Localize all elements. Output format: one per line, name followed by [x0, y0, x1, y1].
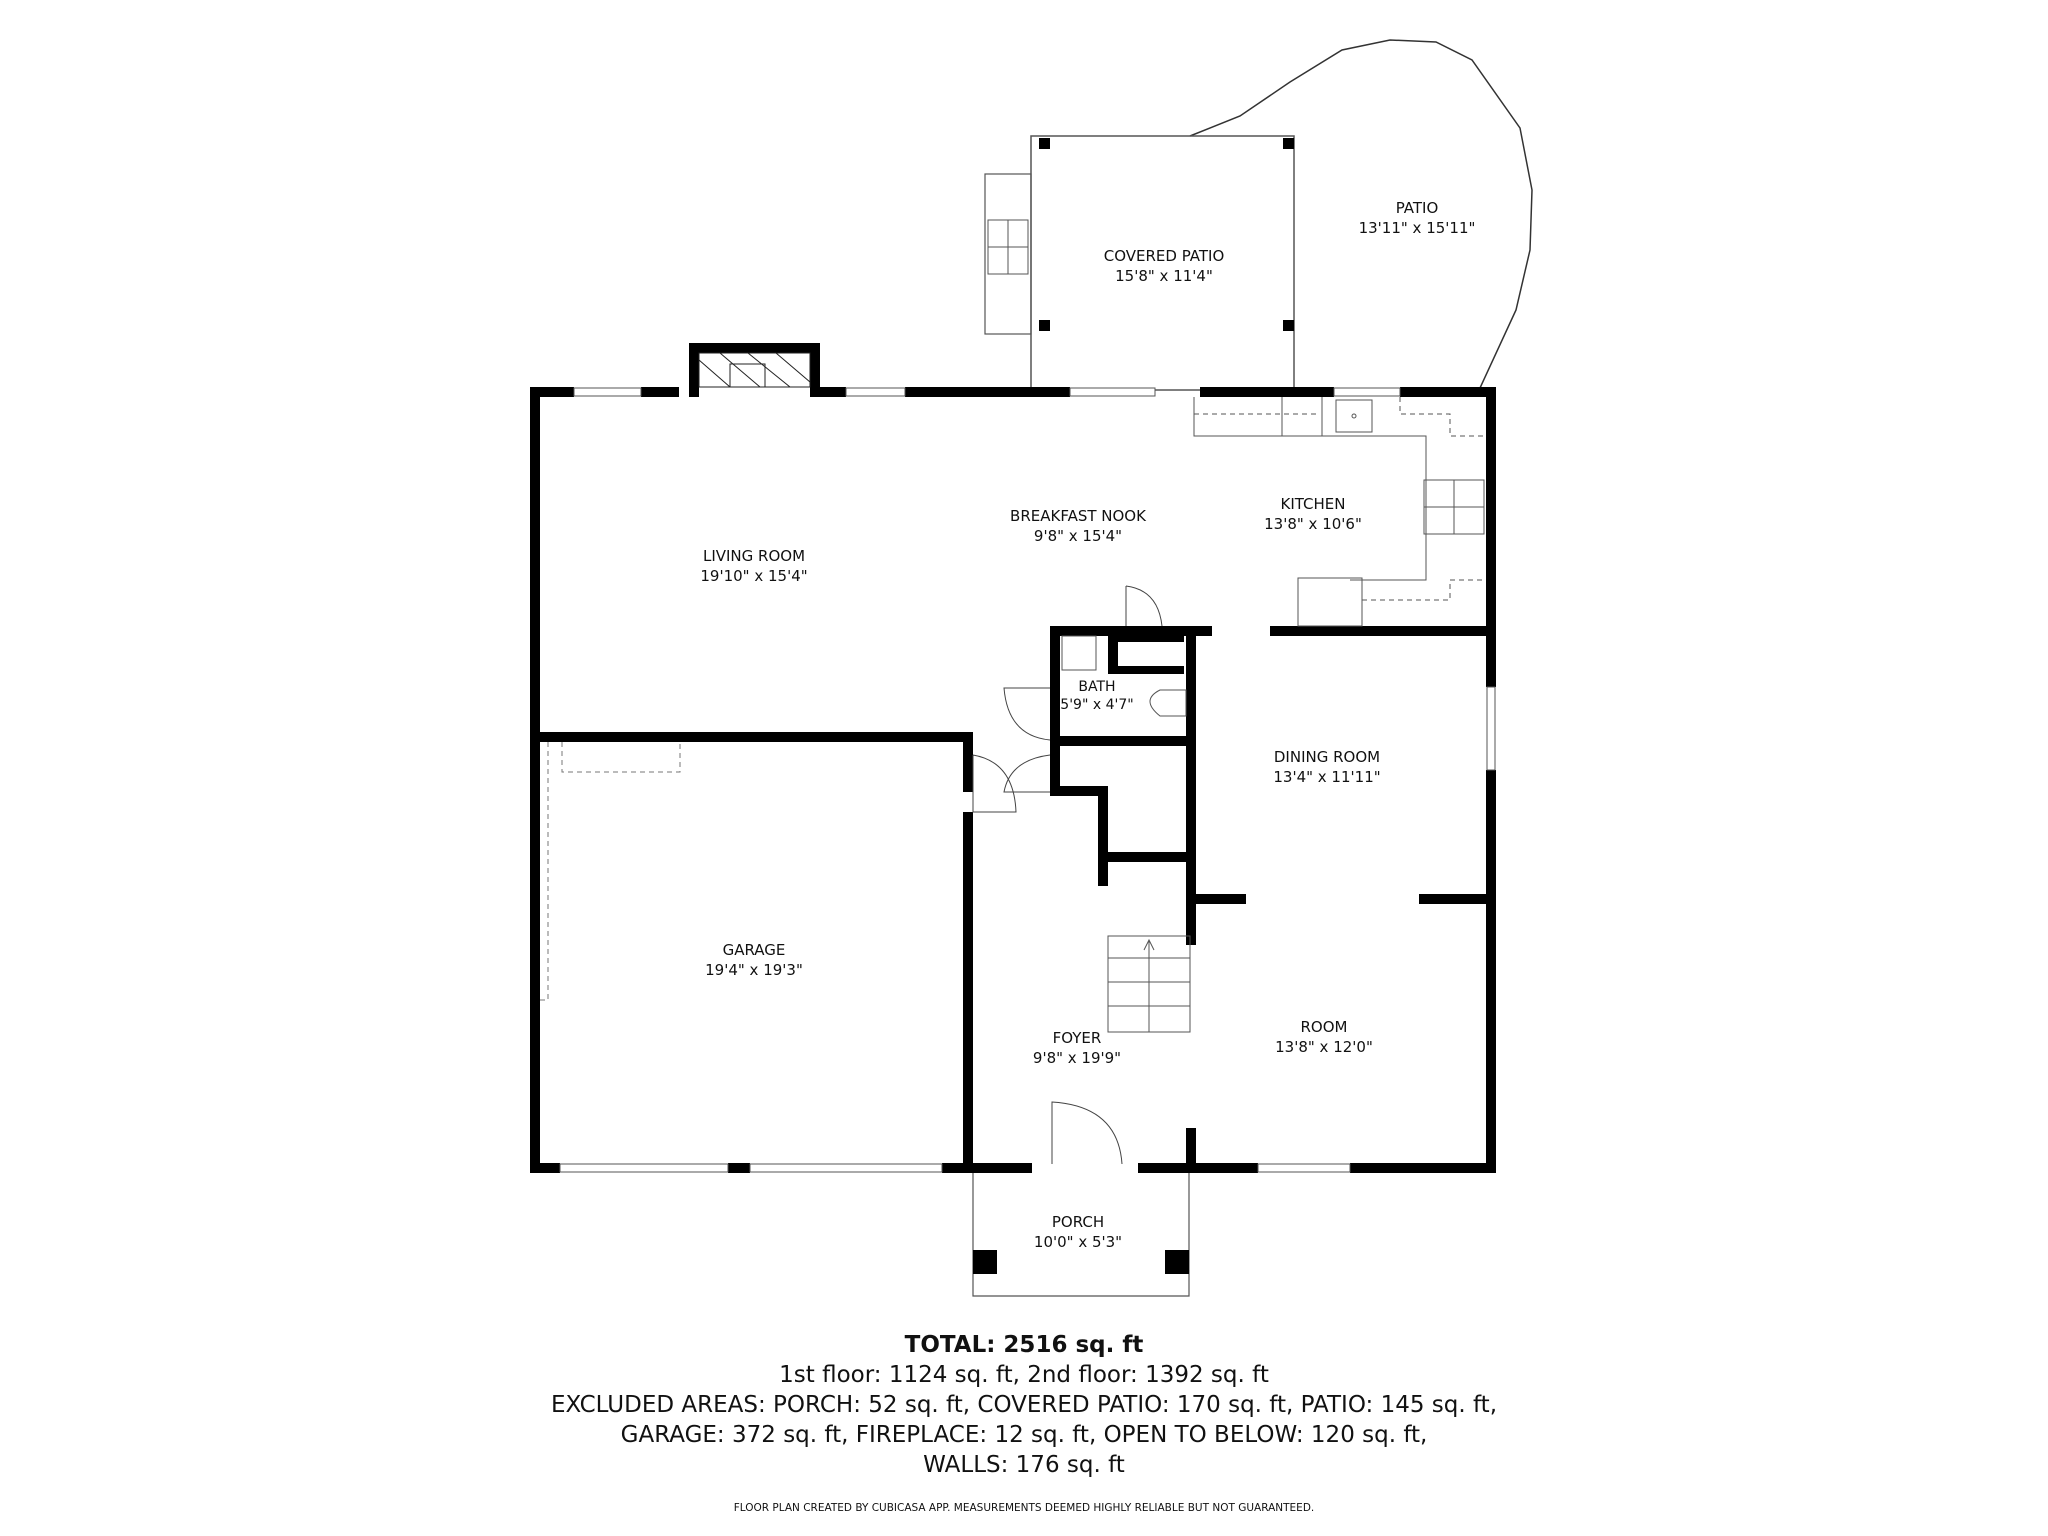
- door-swing-bath: [1003, 687, 1051, 741]
- room-dims: 13'11" x 15'11": [1358, 219, 1476, 237]
- bath-fixtures: [1061, 635, 1187, 717]
- room-name: PATIO: [1395, 199, 1439, 217]
- room-name: BREAKFAST NOOK: [1010, 507, 1146, 525]
- room-name: KITCHEN: [1280, 495, 1346, 513]
- room-dims: 13'8" x 12'0": [1275, 1038, 1373, 1056]
- room-name: FOYER: [1052, 1029, 1102, 1047]
- room-dims: 19'4" x 19'3": [705, 961, 803, 979]
- room-name: COVERED PATIO: [1103, 247, 1225, 265]
- door-swing-hall: [1003, 754, 1051, 793]
- room-dims: 5'9" x 4'7": [1060, 697, 1134, 713]
- interior-walls: [530, 626, 1496, 1173]
- stairs-icon: [1107, 935, 1191, 1033]
- fireplace-icon: [698, 352, 811, 388]
- total-area: TOTAL: 2516 sq. ft: [904, 1332, 1144, 1358]
- room-name: LIVING ROOM: [702, 547, 806, 565]
- room-label-patio: PATIO 13'11" x 15'11": [1359, 198, 1476, 238]
- toilet-icon: [1149, 689, 1187, 717]
- excluded-areas-line-1: EXCLUDED AREAS: PORCH: 52 sq. ft, COVERE…: [550, 1392, 1498, 1418]
- room-label-foyer: FOYER 9'8" x 19'9": [1033, 1028, 1121, 1068]
- excluded-areas-line-3: WALLS: 176 sq. ft: [923, 1452, 1125, 1478]
- doors: [972, 585, 1163, 1165]
- exterior-walls: [530, 343, 1496, 1173]
- room-name: ROOM: [1300, 1018, 1348, 1036]
- door-swing-front: [1051, 1101, 1123, 1165]
- stove-icon: [1424, 480, 1484, 534]
- patio-outline: [1189, 39, 1533, 389]
- area-summary: TOTAL: 2516 sq. ft 1st floor: 1124 sq. f…: [0, 1330, 2048, 1480]
- room-label-breakfast-nook: BREAKFAST NOOK 9'8" x 15'4": [1010, 506, 1146, 546]
- room-dims: 13'4" x 11'11": [1273, 768, 1381, 786]
- room-label-porch: PORCH 10'0" x 5'3": [1034, 1212, 1122, 1252]
- room-name: DINING ROOM: [1273, 748, 1381, 766]
- room-label-kitchen: KITCHEN 13'8" x 10'6": [1264, 494, 1362, 534]
- room-name: BATH: [1078, 679, 1116, 695]
- room-name: GARAGE: [722, 941, 786, 959]
- room-label-dining-room: DINING ROOM 13'4" x 11'11": [1273, 747, 1380, 787]
- grill-icon: [984, 173, 1032, 335]
- door-swing-garage: [972, 754, 1017, 813]
- disclaimer-footer: FLOOR PLAN CREATED BY CUBICASA APP. MEAS…: [733, 1502, 1315, 1514]
- room-label-living-room: LIVING ROOM 19'10" x 15'4": [700, 546, 807, 586]
- room-dims: 10'0" x 5'3": [1033, 1233, 1123, 1251]
- room-dims: 13'8" x 10'6": [1264, 515, 1362, 533]
- porch-outline: [972, 1173, 1190, 1297]
- excluded-areas-line-2: GARAGE: 372 sq. ft, FIREPLACE: 12 sq. ft…: [620, 1422, 1428, 1448]
- room-label-garage: GARAGE 19'4" x 19'3": [705, 940, 803, 980]
- room-dims: 19'10" x 15'4": [700, 567, 808, 585]
- door-swing-kitchen: [1125, 585, 1163, 627]
- room-label-room: ROOM 13'8" x 12'0": [1275, 1017, 1373, 1057]
- windows: [559, 387, 1496, 1173]
- grill-burners-icon: [987, 219, 1029, 275]
- room-dims: 9'8" x 15'4": [1033, 527, 1123, 545]
- floor-areas: 1st floor: 1124 sq. ft, 2nd floor: 1392 …: [779, 1362, 1269, 1388]
- room-name: PORCH: [1051, 1213, 1105, 1231]
- room-label-bath: BATH 5'9" x 4'7": [1060, 678, 1133, 714]
- room-dims: 9'8" x 19'9": [1032, 1049, 1122, 1067]
- sink-drain-icon: [1351, 413, 1357, 419]
- room-dims: 15'8" x 11'4": [1115, 267, 1213, 285]
- room-label-covered-patio: COVERED PATIO 15'8" x 11'4": [1104, 246, 1225, 286]
